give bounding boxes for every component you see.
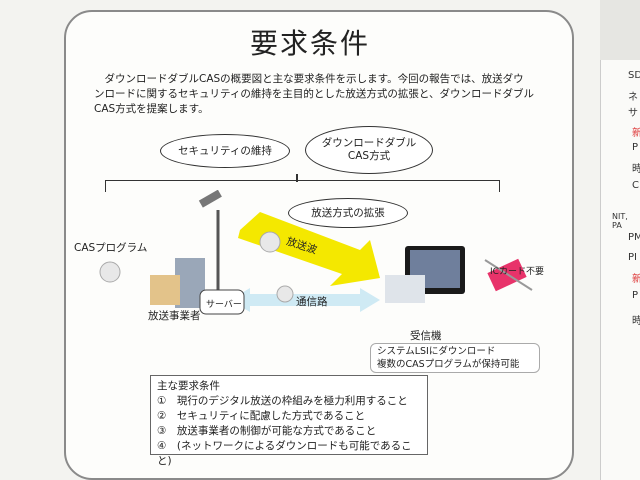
bubble-cas-line2: CAS方式 [347, 150, 391, 162]
receiver-label: 受信機 [410, 330, 442, 342]
right-text: NIT, PA [612, 212, 628, 230]
right-text: 新 [632, 128, 640, 139]
right-text: SD [628, 70, 640, 81]
requirement-item: ③ 放送事業者の制御が可能な方式であること [157, 425, 377, 437]
right-text: ネ [628, 92, 638, 103]
diagram-graphics [99, 190, 533, 315]
comm-path-label: 通信路 [296, 296, 328, 308]
right-text: サ [628, 108, 638, 119]
right-text: C [632, 180, 639, 191]
comm-path-arrow [230, 288, 380, 312]
server-icon [199, 289, 245, 315]
bubble-cas-line1: ダウンロードダブル [321, 137, 417, 149]
bubble-security: セキュリティの維持 [160, 134, 290, 168]
page-title: 要求条件 [250, 27, 371, 60]
adjacent-poster [600, 60, 640, 480]
right-text: 時 [632, 164, 640, 175]
receiver-note-2: 複数のCASプログラムが保持可能 [377, 359, 520, 370]
right-text: P [632, 142, 639, 153]
cross-icon [484, 259, 533, 291]
requirement-item: ④ (ネットワークによるダウンロードも可能であること) [157, 440, 412, 467]
disc-icon [99, 261, 121, 283]
disc-icon [259, 231, 281, 253]
satellite-icon [198, 190, 222, 208]
brace [105, 180, 500, 192]
requirements-box: 主な要求条件 ① 現行のデジタル放送の枠組みを極力利用すること ② セキュリティ… [150, 375, 428, 467]
receiver-box-icon [385, 275, 425, 303]
server-label: サーバー [206, 300, 242, 310]
disc-icon [276, 285, 294, 303]
broadcast-wave-arrow [238, 212, 380, 286]
right-text: PM [628, 232, 640, 243]
brace-tip [296, 174, 298, 182]
receiver-note-1: システムLSIにダウンロード [377, 346, 496, 357]
bubble-security-label: セキュリティの維持 [178, 144, 272, 157]
bubble-extension-label: 放送方式の拡張 [311, 206, 385, 219]
receiver-note: システムLSIにダウンロード複数のCASプログラムが保持可能 [370, 343, 540, 373]
cas-program-label: CASプログラム [74, 242, 148, 254]
right-text: 新 [632, 274, 640, 285]
requirement-item: ① 現行のデジタル放送の枠組みを極力利用すること [157, 395, 408, 407]
right-text: P [632, 290, 639, 301]
building-base-icon [150, 275, 180, 305]
requirements-heading: 主な要求条件 [157, 380, 220, 392]
right-text: 時 [632, 316, 640, 327]
intro-text: ダウンロードダブルCASの概要図と主な要求条件を示します。今回の報告では、放送ダ… [94, 73, 534, 115]
ic-card-label: ICカード不要 [490, 267, 544, 277]
right-text: PI [628, 252, 637, 263]
broadcaster-label: 放送事業者 [148, 310, 201, 322]
requirement-item: ② セキュリティに配慮した方式であること [157, 410, 366, 422]
bubble-extension: 放送方式の拡張 [288, 198, 408, 228]
